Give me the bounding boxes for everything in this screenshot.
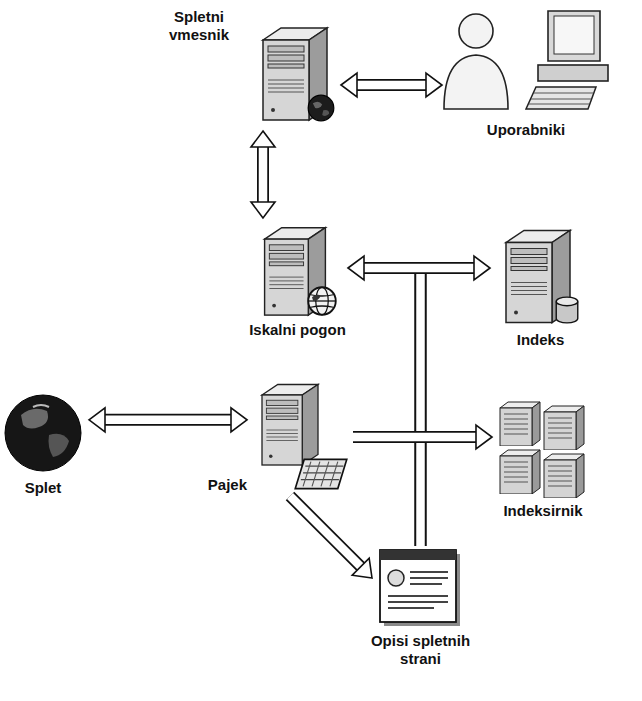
node-label: Spletni vmesnik xyxy=(153,8,245,44)
node-label: Opisi spletnih strani xyxy=(356,632,486,668)
web-globe: Splet xyxy=(3,393,83,475)
node-label: Indeks xyxy=(476,331,606,349)
connector-outline xyxy=(370,268,421,546)
node-icon xyxy=(255,375,347,490)
bus-line xyxy=(421,268,469,546)
node-label: Uporabniki xyxy=(461,121,591,139)
connector-fill xyxy=(354,81,429,90)
indexer-rack: Indeksirnik xyxy=(498,400,588,498)
connector-outline xyxy=(361,262,477,274)
node-icon xyxy=(378,548,463,628)
connector-fill xyxy=(259,144,268,205)
arrow-head xyxy=(251,131,275,147)
hollow-arrow xyxy=(341,73,442,97)
hollow-arrow xyxy=(348,256,490,280)
connector-outline xyxy=(290,496,363,569)
arrow-head xyxy=(352,558,372,578)
connector-outline xyxy=(354,79,429,91)
node-icon xyxy=(3,393,83,475)
node-icon xyxy=(440,5,612,117)
arrow-head xyxy=(251,202,275,218)
node-icon xyxy=(498,222,583,327)
arrow-head xyxy=(231,408,247,432)
connector-outline xyxy=(257,144,269,205)
connector-outline xyxy=(353,431,479,443)
web-interface-server: Spletni vmesnik xyxy=(255,22,335,127)
arrow-head xyxy=(426,73,442,97)
bus-line xyxy=(370,268,421,546)
connector-fill xyxy=(353,433,479,442)
connector-outline xyxy=(102,414,234,426)
users-icon: Uporabniki xyxy=(440,5,612,117)
connector-fill xyxy=(370,268,421,546)
connector-outline xyxy=(421,268,469,546)
arrow-head xyxy=(474,256,490,280)
node-label: Splet xyxy=(0,479,108,497)
node-label: Indeksirnik xyxy=(478,502,608,520)
hollow-arrow xyxy=(89,408,247,432)
hollow-arrow xyxy=(290,496,372,578)
connector-fill xyxy=(361,264,477,273)
node-icon xyxy=(255,22,335,127)
index-server: Indeks xyxy=(498,222,583,327)
node-label: Iskalni pogon xyxy=(233,321,363,339)
connector-fill xyxy=(290,496,363,569)
connector-fill xyxy=(421,268,469,546)
arrow-head xyxy=(341,73,357,97)
node-label: Pajek xyxy=(208,476,247,494)
connector-fill xyxy=(102,416,234,425)
hollow-arrow xyxy=(251,131,275,218)
node-icon xyxy=(255,222,340,317)
crawler-server: Pajek xyxy=(255,375,347,490)
hollow-arrow xyxy=(353,425,492,449)
node-icon xyxy=(498,400,588,498)
search-engine-server: Iskalni pogon xyxy=(255,222,340,317)
arrow-head xyxy=(89,408,105,432)
arrow-head xyxy=(476,425,492,449)
page-descriptions-doc: Opisi spletnih strani xyxy=(378,548,463,628)
arrow-head xyxy=(348,256,364,280)
